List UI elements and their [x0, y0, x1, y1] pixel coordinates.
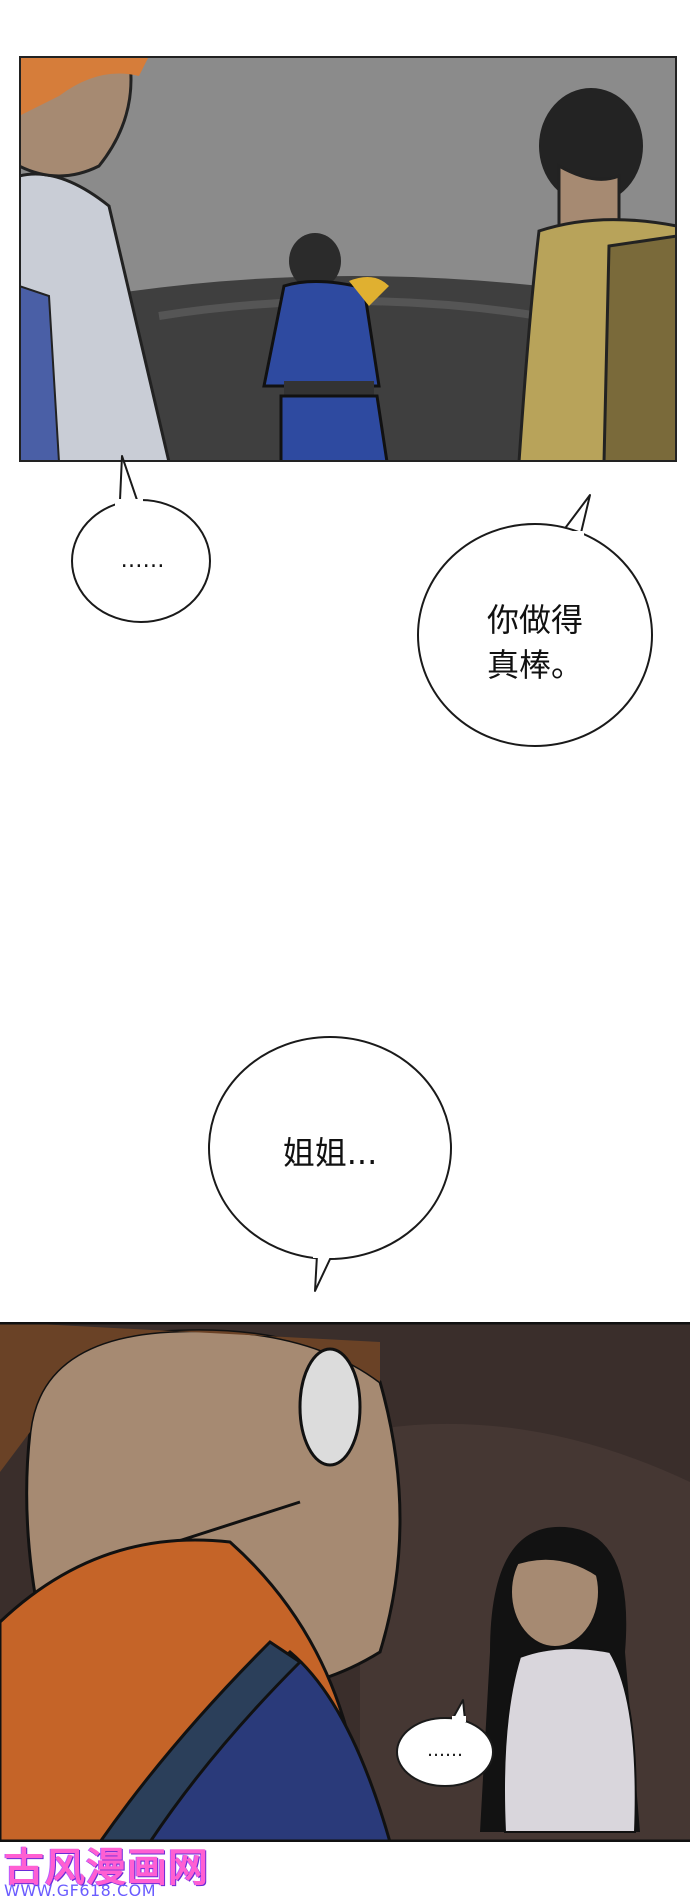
bubble-text-ellipsis-1: ……: [120, 548, 165, 573]
speech-bubble-ellipsis-1: ……: [70, 455, 215, 626]
bubble-text-praise-line2: 真棒。: [486, 646, 583, 684]
bubble-text-praise-line1: 你做得: [486, 601, 583, 639]
site-watermark: 古风漫画网 WWW.GF618.COM: [0, 1829, 230, 1900]
watermark-title: 古风漫画网: [4, 1845, 209, 1891]
speech-bubble-praise: 你做得 真棒。: [415, 494, 655, 750]
speech-bubble-sister: 姐姐...: [205, 1033, 455, 1293]
speech-bubble-ellipsis-2: ……: [395, 1699, 495, 1788]
bubble-text-sister: 姐姐...: [282, 1134, 378, 1172]
bubble-text-ellipsis-2: ……: [427, 1740, 463, 1761]
comic-panel-boy-girl: [0, 1322, 690, 1842]
panel-tunnel-art: [19, 56, 677, 462]
panel-boy-girl-art: [0, 1322, 690, 1842]
comic-panel-tunnel: [19, 56, 677, 462]
watermark-url: WWW.GF618.COM: [4, 1881, 157, 1900]
